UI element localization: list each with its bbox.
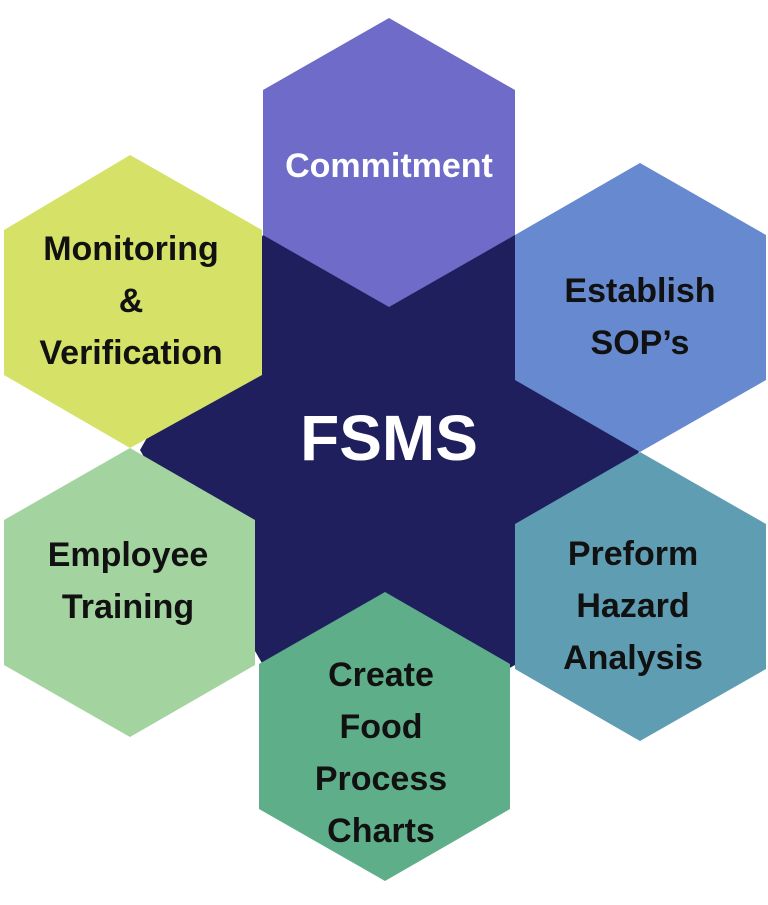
label-line: Training: [62, 588, 194, 626]
fsms-center-label: FSMS: [300, 402, 478, 474]
establish-sops-hexagon: [515, 163, 766, 452]
create-food-process-charts-hexagon: [259, 592, 510, 881]
employee-training-hexagon: [4, 448, 255, 737]
label-line: Monitoring: [43, 230, 219, 268]
label-line: Charts: [327, 812, 435, 850]
label-line: Create: [328, 656, 434, 694]
label-line: Process: [315, 760, 447, 798]
label-line: Employee: [48, 536, 209, 574]
commitment-label: Commitment: [285, 147, 493, 185]
label-line: Commitment: [285, 147, 493, 185]
monitoring-verification-label: Monitoring & Verification: [39, 230, 222, 372]
label-line: Hazard: [576, 587, 689, 625]
monitoring-verification-hexagon: [4, 155, 262, 448]
preform-hazard-analysis-hexagon: [515, 452, 766, 741]
label-line: Establish: [564, 272, 715, 310]
label-line: Food: [339, 708, 422, 746]
label-line: Analysis: [563, 639, 703, 677]
label-line: &: [119, 282, 144, 320]
label-line: Preform: [568, 535, 698, 573]
commitment-hexagon: [263, 18, 515, 307]
label-line: Verification: [39, 334, 222, 372]
label-line: SOP’s: [591, 324, 690, 362]
